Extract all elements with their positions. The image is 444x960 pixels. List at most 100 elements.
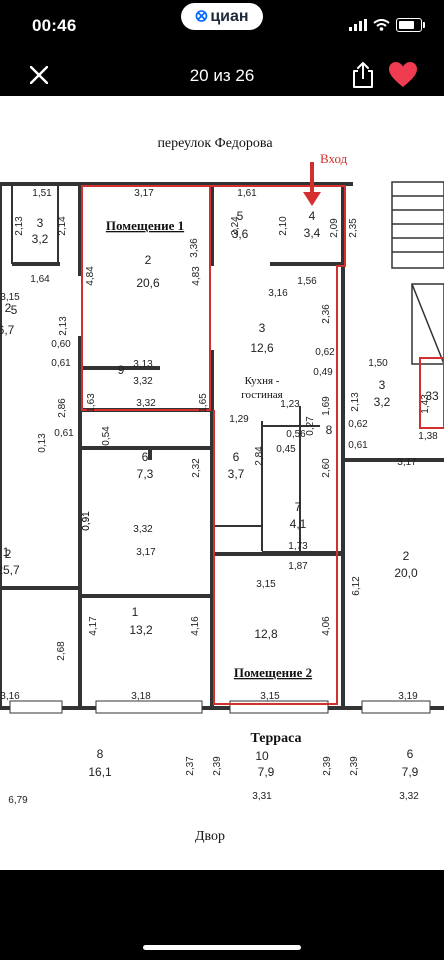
share-button[interactable] bbox=[350, 60, 376, 90]
dimension-label: 2,39 bbox=[322, 756, 333, 776]
dimension-label: 2,39 bbox=[212, 756, 223, 776]
kitchen-label-line1: Кухня - bbox=[245, 375, 280, 387]
dimension-label: 3,18 bbox=[131, 691, 151, 702]
dimension-label: 2,60 bbox=[321, 458, 332, 478]
dimension-label: 2,10 bbox=[278, 216, 289, 236]
room-number: 2 bbox=[5, 301, 12, 315]
room-area: 20,0 bbox=[394, 566, 418, 580]
heart-icon bbox=[389, 62, 417, 87]
room-number: 3 bbox=[37, 216, 44, 230]
room-number: 6 bbox=[233, 450, 240, 464]
dimension-label: 3,32 bbox=[136, 398, 156, 409]
floor-plan-image[interactable]: Вход переулок Федорова Помещение 1 Помещ… bbox=[0, 96, 444, 870]
dimension-label: 2,84 bbox=[254, 446, 265, 466]
status-time: 00:46 bbox=[32, 16, 77, 35]
dimension-label: 1,29 bbox=[229, 414, 249, 425]
dimension-label: 2,86 bbox=[57, 398, 68, 418]
dimension-label: 2,37 bbox=[185, 756, 196, 776]
room-area: 13,2 bbox=[129, 623, 153, 637]
dimension-label: 4,17 bbox=[88, 616, 99, 636]
dimension-label: 1,65 bbox=[198, 393, 209, 413]
dimension-label: 3,16 bbox=[0, 691, 20, 702]
wifi-icon bbox=[373, 19, 390, 31]
room-number: 2 bbox=[5, 547, 12, 561]
room-number: 6 bbox=[407, 747, 414, 761]
terrace-label: Терраса bbox=[251, 731, 302, 746]
room-number: 5 bbox=[11, 303, 18, 317]
room-area: 7,3 bbox=[137, 467, 154, 481]
app-return-pill[interactable]: ⭙ циан bbox=[181, 3, 263, 30]
yard-label: Двор bbox=[195, 829, 225, 844]
premise-2-label: Помещение 2 bbox=[234, 665, 312, 680]
room-area: 12,6 bbox=[250, 341, 274, 355]
dimension-label: 2,39 bbox=[349, 756, 360, 776]
room-number: 10 bbox=[255, 749, 269, 763]
close-icon bbox=[30, 66, 48, 84]
dimension-label: 2,36 bbox=[321, 304, 332, 324]
dimension-label: 2,14 bbox=[57, 216, 68, 236]
dimension-label: 3,15 bbox=[0, 292, 20, 303]
premise-1-label: Помещение 1 bbox=[106, 218, 184, 233]
plan-walls bbox=[0, 182, 444, 710]
dimension-label: 0,49 bbox=[313, 367, 333, 378]
dimension-label: 0,61 bbox=[51, 358, 71, 369]
photo-counter: 20 из 26 bbox=[189, 66, 255, 85]
dimension-label: 0,61 bbox=[348, 440, 368, 451]
room-area: 12,8 bbox=[254, 627, 278, 641]
dimension-label: 1,23 bbox=[280, 399, 300, 410]
dimension-label: 0,91 bbox=[81, 511, 92, 531]
room-area: 3,7 bbox=[228, 467, 245, 481]
close-button[interactable] bbox=[26, 62, 52, 88]
dimension-label: 3,32 bbox=[133, 524, 153, 535]
room-number: 8 bbox=[97, 747, 104, 761]
dimension-label: 3,31 bbox=[252, 791, 272, 802]
dimension-label: 1,69 bbox=[321, 396, 332, 416]
room-area: 3,2 bbox=[32, 232, 49, 246]
dimension-label: 3,19 bbox=[398, 691, 418, 702]
entrance-label: Вход bbox=[320, 151, 348, 166]
room-area: 3,4 bbox=[304, 226, 321, 240]
dimension-label: 1,56 bbox=[297, 276, 317, 287]
dimension-label: 1,38 bbox=[418, 431, 438, 442]
dimension-label: 1,51 bbox=[32, 188, 52, 199]
home-indicator bbox=[143, 945, 301, 950]
favorite-button[interactable] bbox=[388, 60, 418, 90]
dimension-label: 0,54 bbox=[101, 426, 112, 446]
staircase bbox=[391, 181, 444, 365]
room-number: 7 bbox=[295, 500, 302, 514]
dimension-label: 3,32 bbox=[399, 791, 419, 802]
room-number: 1 bbox=[132, 605, 139, 619]
dimension-label: 2,32 bbox=[191, 458, 202, 478]
dimension-label: 3,17 bbox=[134, 188, 154, 199]
room-number: 8 bbox=[326, 423, 333, 437]
dimension-label: 0,62 bbox=[348, 419, 368, 430]
room-number: 33 bbox=[425, 389, 439, 403]
signal-icon bbox=[349, 19, 367, 31]
status-bar: 00:46 ⭙ циан bbox=[0, 0, 444, 56]
dimension-label: 1,87 bbox=[288, 561, 308, 572]
dimension-label: 1,43 bbox=[420, 394, 431, 414]
dimension-label: 1,64 bbox=[30, 274, 50, 285]
street-label: переулок Федорова bbox=[157, 136, 273, 151]
room-area: 16,1 bbox=[88, 765, 112, 779]
room-area: 6,7 bbox=[0, 323, 15, 337]
dimension-label: 4,16 bbox=[190, 616, 201, 636]
red-highlights bbox=[81, 185, 444, 705]
room-number: 1 bbox=[3, 545, 10, 559]
floor-plan-drawing: Вход переулок Федорова Помещение 1 Помещ… bbox=[0, 136, 444, 844]
dimension-label: 2,35 bbox=[348, 218, 359, 238]
room-number: 9 bbox=[118, 363, 125, 377]
dimension-label: 2,13 bbox=[58, 316, 69, 336]
kitchen-label-line2: гостиная bbox=[241, 389, 282, 401]
dimension-label: 3,17 bbox=[136, 547, 156, 558]
dimension-label: 1,73 bbox=[288, 541, 308, 552]
room-area: 20,6 bbox=[136, 276, 160, 290]
dimension-label: 3,16 bbox=[268, 288, 288, 299]
dimension-label: 2,09 bbox=[329, 218, 340, 238]
dimension-label: 0,60 bbox=[51, 339, 71, 350]
dimension-label: 3,17 bbox=[397, 457, 417, 468]
location-pin-icon: ⭙ bbox=[195, 8, 208, 25]
room-number: 3 bbox=[259, 321, 266, 335]
room-number: 5 bbox=[237, 209, 244, 223]
